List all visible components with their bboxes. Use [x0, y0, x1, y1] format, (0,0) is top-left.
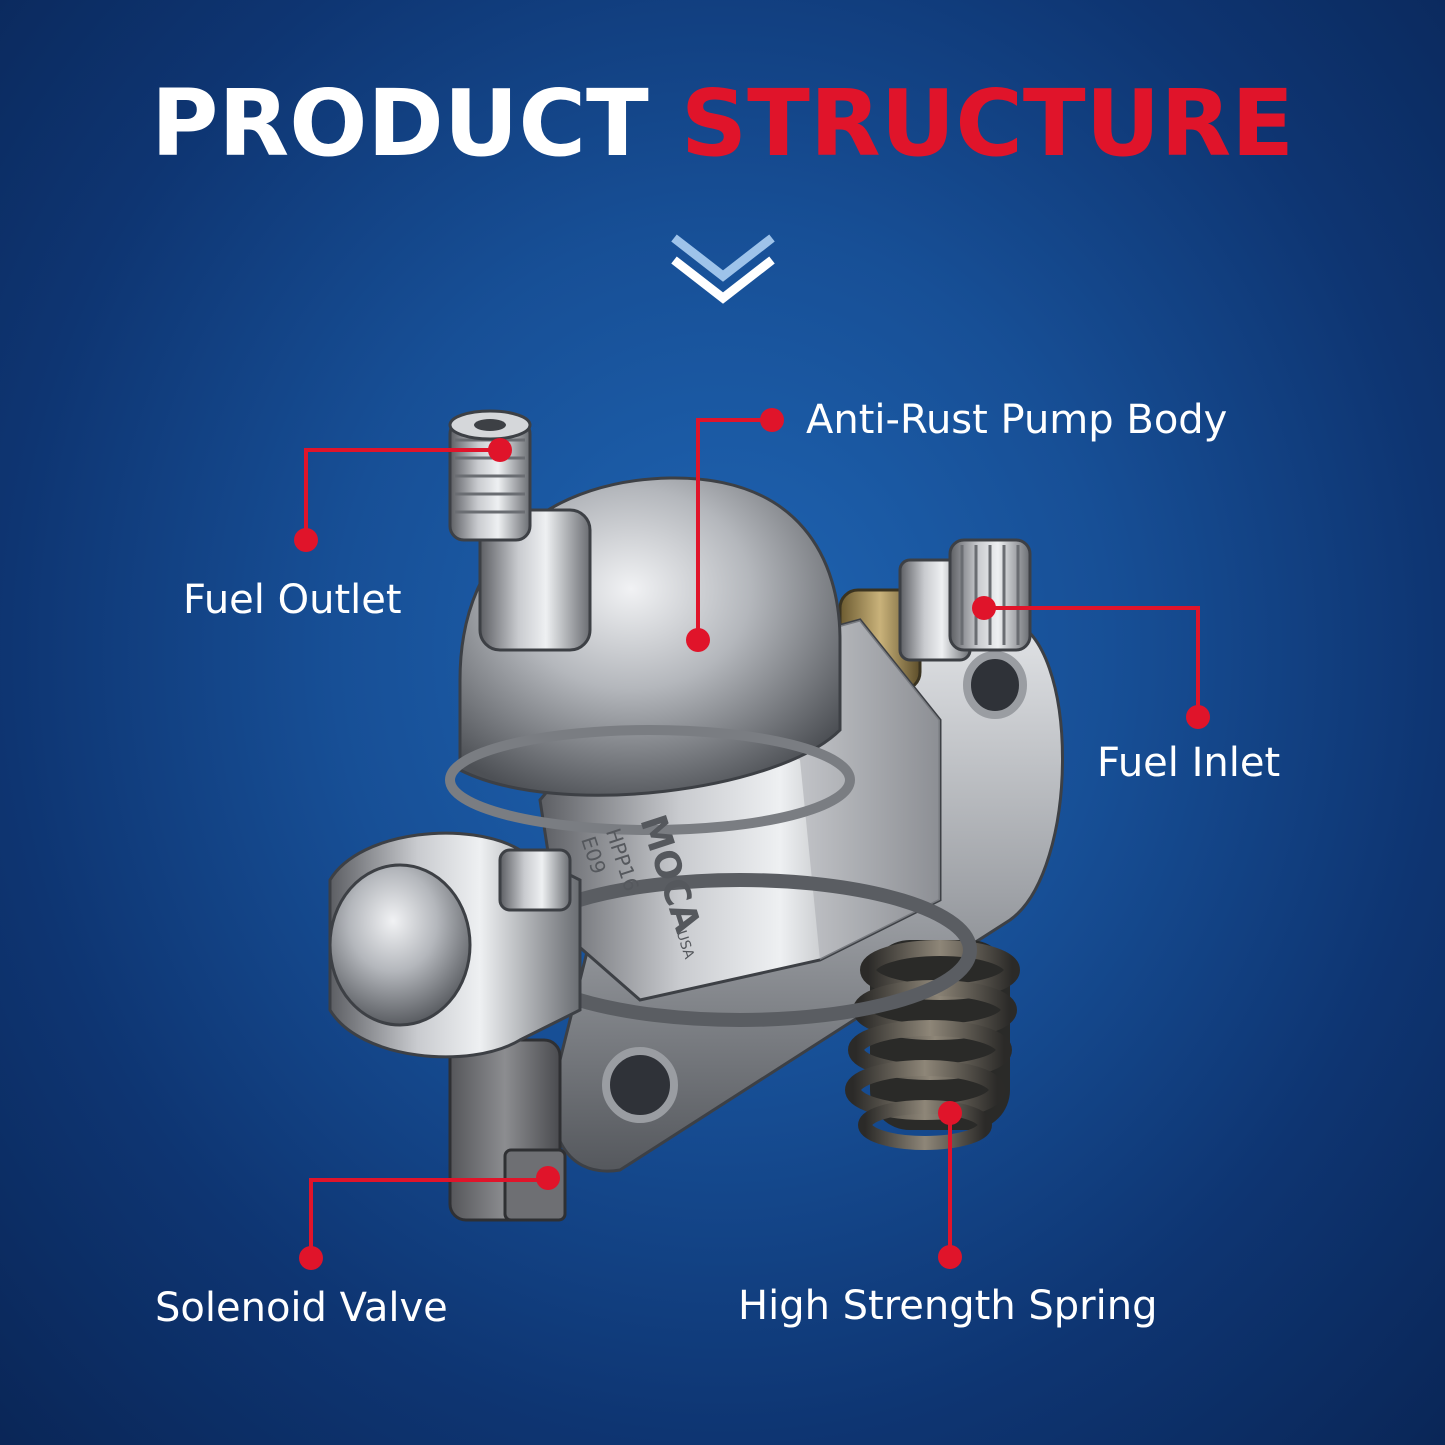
page-title: PRODUCT STRUCTURE [0, 78, 1445, 170]
title-word-product: PRODUCT [150, 70, 649, 177]
label-solenoid-valve: Solenoid Valve [155, 1285, 448, 1331]
solenoid-shape [328, 831, 582, 1222]
double-chevron-down-icon [671, 234, 775, 304]
label-anti-rust-pump-body: Anti-Rust Pump Body [806, 397, 1228, 443]
label-high-strength-spring: High Strength Spring [738, 1283, 1158, 1329]
label-fuel-outlet: Fuel Outlet [183, 577, 402, 623]
title-word-structure: STRUCTURE [680, 70, 1295, 177]
label-fuel-inlet: Fuel Inlet [1097, 740, 1281, 786]
spring-shape [845, 940, 1020, 1150]
